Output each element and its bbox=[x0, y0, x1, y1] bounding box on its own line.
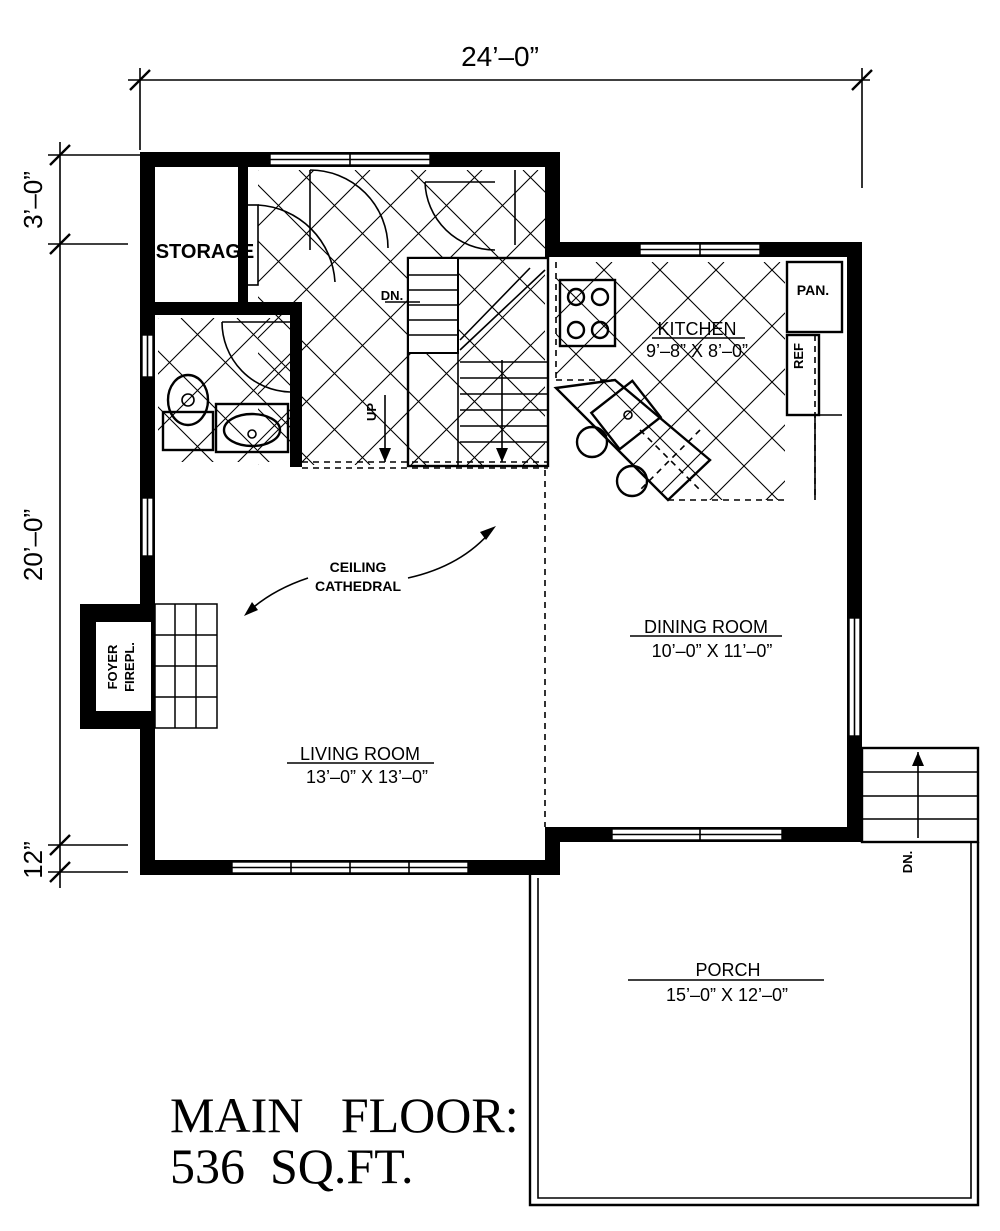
entry-tile-floor bbox=[258, 170, 545, 465]
dimension-main-depth: 20’–0” bbox=[18, 509, 48, 581]
porch-outline bbox=[528, 842, 980, 1207]
refrigerator-label: REF bbox=[791, 343, 806, 369]
porch-stairs bbox=[860, 746, 980, 844]
kitchen-size: 9’–8” X 8’–0” bbox=[646, 341, 748, 361]
hearth bbox=[154, 603, 218, 729]
dining-room-name: DINING ROOM bbox=[644, 617, 768, 637]
porch-name: PORCH bbox=[695, 960, 760, 980]
ceiling-label-line2: CATHEDRAL bbox=[315, 578, 402, 594]
dimension-lower-offset: 12” bbox=[18, 841, 48, 879]
floor-title: MAIN FLOOR: bbox=[170, 1087, 519, 1143]
dining-room-size: 10’–0” X 11’–0” bbox=[652, 641, 773, 661]
fireplace-label-line1: FOYER bbox=[105, 644, 120, 689]
floor-area: 536 SQ.FT. bbox=[170, 1138, 414, 1194]
windows bbox=[141, 153, 861, 874]
stairs-down bbox=[379, 256, 550, 468]
bathroom-fixtures bbox=[161, 373, 290, 454]
pantry-label: PAN. bbox=[797, 282, 829, 298]
porch-size: 15’–0” X 12’–0” bbox=[666, 985, 788, 1005]
living-room-size: 13’–0” X 13’–0” bbox=[306, 767, 428, 787]
kitchen-tile-floor bbox=[556, 262, 785, 500]
kitchen-name: KITCHEN bbox=[657, 319, 736, 339]
fireplace-label-line2: FIREPL. bbox=[122, 642, 137, 692]
dimension-lines bbox=[48, 68, 873, 888]
doors bbox=[221, 169, 516, 393]
dimension-upper-depth: 3’–0” bbox=[18, 171, 48, 229]
fireplace-opening bbox=[96, 622, 151, 711]
stairs-up-label: UP bbox=[364, 403, 379, 421]
bath-tile-floor bbox=[158, 318, 292, 462]
ceiling-annotation bbox=[244, 526, 496, 616]
kitchen-fixtures bbox=[553, 260, 844, 502]
dimension-overall-width: 24’–0” bbox=[461, 41, 539, 72]
ceiling-label-line1: CEILING bbox=[330, 559, 387, 575]
porch-stairs-label: DN. bbox=[900, 851, 915, 873]
stairs-down-label: DN. bbox=[381, 288, 403, 303]
storage-label: STORAGE bbox=[156, 241, 255, 263]
living-room-name: LIVING ROOM bbox=[300, 744, 420, 764]
